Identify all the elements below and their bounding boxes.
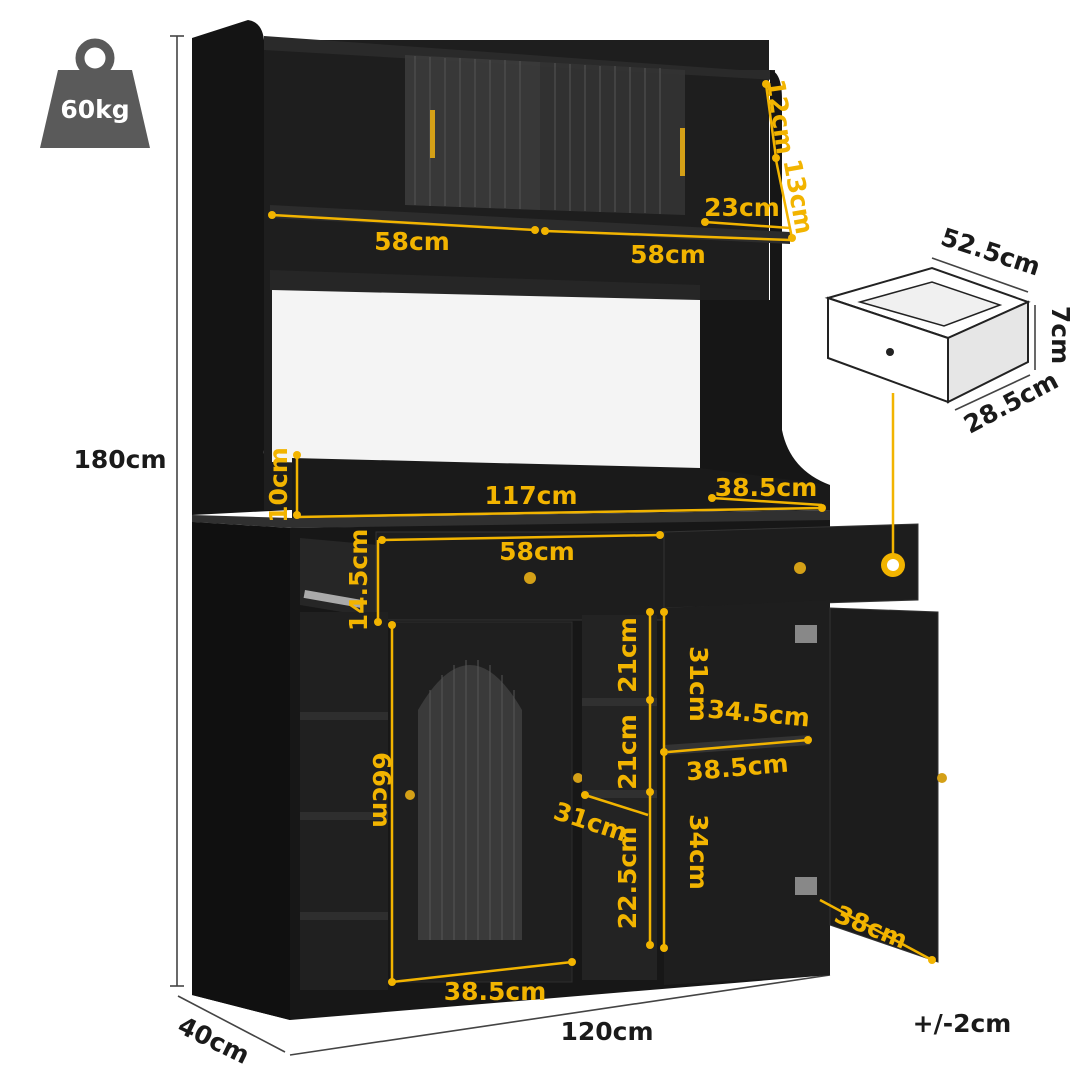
drawer-detail-width-label: 52.5cm [937, 222, 1044, 281]
drawer-knob-left[interactable] [524, 572, 536, 584]
middle-shelf-2-label: 21cm [613, 714, 642, 790]
middle-shelf-3-label: 22.5cm [613, 827, 642, 930]
door-knob-right[interactable] [937, 773, 947, 783]
overall-height-label: 180cm [73, 445, 166, 474]
left-cabinet-width-label: 38.5cm [444, 977, 547, 1006]
door-hinge-upper [795, 625, 817, 643]
counter-depth-label: 38.5cm [715, 473, 818, 502]
right-lower-height-label: 34cm [684, 814, 713, 890]
drawer-detail-height-label: 7cm [1046, 306, 1075, 364]
drawer-slide [303, 590, 365, 609]
weight-label: 60kg [60, 95, 129, 124]
overall-width-label: 120cm [560, 1017, 653, 1046]
counter-width-label: 117cm [484, 481, 577, 510]
overall-height-line [170, 35, 184, 987]
cabinet [192, 20, 947, 1020]
hutch-right-width-label: 58cm [630, 240, 706, 269]
door-handle-left[interactable] [430, 110, 435, 158]
overall-depth-label: 40cm [173, 1011, 254, 1070]
middle-shelf-1-label: 21cm [613, 617, 642, 693]
drawer-height-label: 14.5cm [344, 529, 373, 632]
right-upper-height-label: 31cm [684, 646, 713, 722]
left-cabinet-height-label: 66cm [367, 752, 396, 828]
dimension-lines [268, 80, 936, 986]
overall-width-line [289, 974, 831, 1056]
drawer-knob-right[interactable] [794, 562, 806, 574]
overall-depth-line [177, 995, 286, 1053]
hutch-shelf-depth-label: 23cm [704, 193, 780, 222]
door-handle-right[interactable] [680, 128, 685, 176]
door-knob-center[interactable] [573, 773, 583, 783]
hutch-right-height-label: 13cm [778, 157, 820, 237]
drawer-width-label: 58cm [499, 537, 575, 566]
tolerance-label: +/-2cm [913, 1009, 1012, 1038]
arched-fluted-lines [429, 660, 515, 940]
weight-icon [40, 38, 150, 148]
door-hinge-lower [795, 877, 817, 895]
counter-height-label: 10cm [264, 447, 293, 523]
door-knob-left[interactable] [405, 790, 415, 800]
drawer-detail-knob [886, 348, 894, 356]
fluted-glass-lines [414, 56, 661, 214]
drawer-detail-icon [824, 257, 1036, 411]
hutch-left-width-label: 58cm [374, 227, 450, 256]
